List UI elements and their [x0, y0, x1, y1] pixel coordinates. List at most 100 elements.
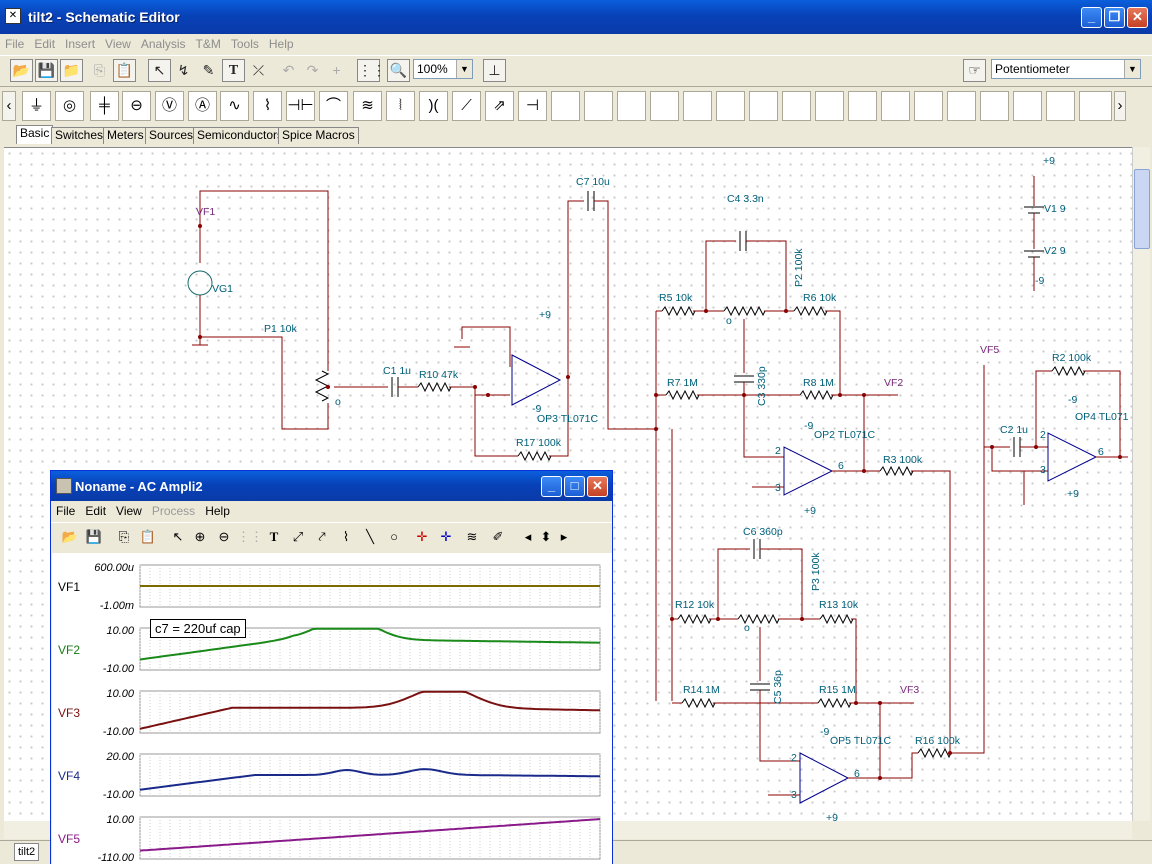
capacitor-icon[interactable]: ⊣⊢	[286, 91, 315, 121]
zoom-out-icon[interactable]: ⊖	[218, 529, 230, 544]
empty-slot[interactable]	[749, 91, 778, 121]
text-tool-icon[interactable]: T	[222, 59, 245, 82]
copy-icon[interactable]: ⎘	[118, 529, 130, 544]
empty-slot[interactable]	[980, 91, 1009, 121]
analysis-minimize-button[interactable]: _	[541, 476, 562, 497]
cursor-a-icon[interactable]: ✛	[416, 529, 428, 544]
grid-icon[interactable]: ⋮⋮	[357, 59, 386, 82]
document-tab[interactable]: tilt2	[14, 843, 40, 861]
switch-icon[interactable]: ⟋	[452, 91, 481, 121]
inductor-icon[interactable]: ⌒	[319, 91, 348, 121]
zoom-select[interactable]: 100%▼	[413, 59, 473, 79]
menu-tools[interactable]: Tools	[230, 37, 259, 51]
redo-icon[interactable]: ↷	[306, 62, 319, 78]
curve-tool-icon[interactable]: ⤤	[318, 529, 326, 544]
delete-wire-icon[interactable]: ⤫	[252, 62, 265, 78]
component-select-icon[interactable]: ⊥	[483, 59, 506, 82]
menu-edit[interactable]: Edit	[34, 37, 56, 51]
crosshair-icon[interactable]: +	[332, 62, 341, 78]
empty-slot[interactable]	[650, 91, 679, 121]
line-tool-icon[interactable]: ╲	[366, 529, 374, 544]
zoom-icon[interactable]: 🔍	[387, 59, 410, 82]
trace-tool-icon[interactable]: ⌇	[342, 529, 350, 544]
tab-switches[interactable]: Switches	[51, 127, 108, 144]
palette-scroll-left[interactable]: ‹	[2, 91, 16, 121]
empty-slot[interactable]	[1079, 91, 1112, 121]
paste-icon[interactable]: 📋	[139, 529, 157, 544]
empty-slot[interactable]	[584, 91, 613, 121]
right-arrow-icon[interactable]: ▸	[560, 529, 568, 544]
empty-slot[interactable]	[848, 91, 877, 121]
empty-slot[interactable]	[1046, 91, 1075, 121]
transformer-icon[interactable]: ≋	[353, 91, 382, 121]
analysis-close-button[interactable]: ✕	[587, 476, 608, 497]
palette-scroll-right[interactable]: ›	[1114, 91, 1126, 121]
potentiometer-icon[interactable]: ⌇	[253, 91, 282, 121]
empty-slot[interactable]	[815, 91, 844, 121]
empty-slot[interactable]	[683, 91, 712, 121]
text-tool-icon[interactable]: T	[269, 529, 279, 544]
maximize-button[interactable]: ❐	[1104, 7, 1125, 28]
plot-annotation[interactable]: c7 = 220uf cap	[150, 619, 246, 638]
select-arrow-icon[interactable]: ↖	[148, 59, 171, 82]
minimize-button[interactable]: _	[1081, 7, 1102, 28]
menu-file[interactable]: File	[5, 37, 25, 51]
analysis-menu-help[interactable]: Help	[205, 504, 230, 518]
analysis-menu-view[interactable]: View	[116, 504, 142, 518]
voltmeter-icon[interactable]: ◎	[55, 91, 84, 121]
voltmeter-v-icon[interactable]: Ⓥ	[155, 91, 184, 121]
add-trace-icon[interactable]: ≋	[466, 529, 478, 544]
vertical-scrollbar[interactable]	[1132, 147, 1150, 821]
tab-meters[interactable]: Meters	[103, 127, 148, 144]
chevron-down-icon[interactable]: ▼	[1124, 60, 1140, 78]
empty-slot[interactable]	[947, 91, 976, 121]
menu-analysis[interactable]: Analysis	[140, 37, 186, 51]
empty-slot[interactable]	[881, 91, 910, 121]
resistor-icon[interactable]: ∿	[220, 91, 249, 121]
terminal-icon[interactable]: ⊣	[518, 91, 547, 121]
analysis-maximize-button[interactable]: □	[564, 476, 585, 497]
coupled-inductor-icon[interactable]: ⦚	[386, 91, 415, 121]
analysis-menu-file[interactable]: File	[56, 504, 76, 518]
tab-sources[interactable]: Sources	[145, 127, 198, 144]
grid-icon[interactable]: ⋮⋮	[237, 529, 263, 544]
chevron-down-icon[interactable]: ▼	[456, 60, 472, 78]
axis-tool-icon[interactable]: ⤢	[292, 529, 304, 544]
empty-slot[interactable]	[1013, 91, 1042, 121]
marker-icon[interactable]: ✐	[492, 529, 504, 544]
analysis-menu-process[interactable]: Process	[151, 504, 196, 518]
left-arrow-icon[interactable]: ◂	[524, 529, 532, 544]
empty-slot[interactable]	[914, 91, 943, 121]
menu-insert[interactable]: Insert	[65, 37, 96, 51]
analysis-menu-edit[interactable]: Edit	[85, 504, 107, 518]
voltage-source-icon[interactable]: ⊖	[122, 91, 151, 121]
open-icon[interactable]: 📂	[61, 529, 79, 544]
tab-semiconductors[interactable]: Semiconductors	[193, 127, 288, 144]
save-icon[interactable]: 💾	[85, 529, 103, 544]
ground-icon[interactable]: ⏚	[22, 91, 51, 121]
variable-resistor-icon[interactable]: ⇗	[485, 91, 514, 121]
menu-tm[interactable]: T&M	[195, 37, 221, 51]
empty-slot[interactable]	[782, 91, 811, 121]
component-type-select[interactable]: Potentiometer▼	[991, 59, 1141, 79]
battery-icon[interactable]: ╪	[90, 91, 119, 121]
empty-slot[interactable]	[551, 91, 580, 121]
select-arrow-icon[interactable]: ↖	[172, 529, 184, 544]
zoom-in-icon[interactable]: ⊕	[194, 529, 206, 544]
empty-slot[interactable]	[716, 91, 745, 121]
ideal-transformer-icon[interactable]: )(	[419, 91, 448, 121]
undo-icon[interactable]: ↶	[282, 62, 295, 78]
pencil-icon[interactable]: ✎	[202, 62, 215, 78]
open-icon[interactable]: 📂	[10, 59, 33, 82]
copy-icon[interactable]: ⎘	[93, 62, 106, 78]
open-folder-icon[interactable]: 📁	[60, 59, 83, 82]
up-down-arrow-icon[interactable]: ⬍	[540, 529, 552, 544]
app-icon[interactable]: ✕	[5, 8, 21, 24]
circle-tool-icon[interactable]: ○	[390, 529, 398, 544]
wire-tool-icon[interactable]: ↯	[177, 62, 190, 78]
component-pointer-icon[interactable]: ☞	[963, 59, 986, 82]
tab-spice-macros[interactable]: Spice Macros	[278, 127, 359, 144]
close-button[interactable]: ✕	[1127, 7, 1148, 28]
menu-help[interactable]: Help	[268, 37, 294, 51]
